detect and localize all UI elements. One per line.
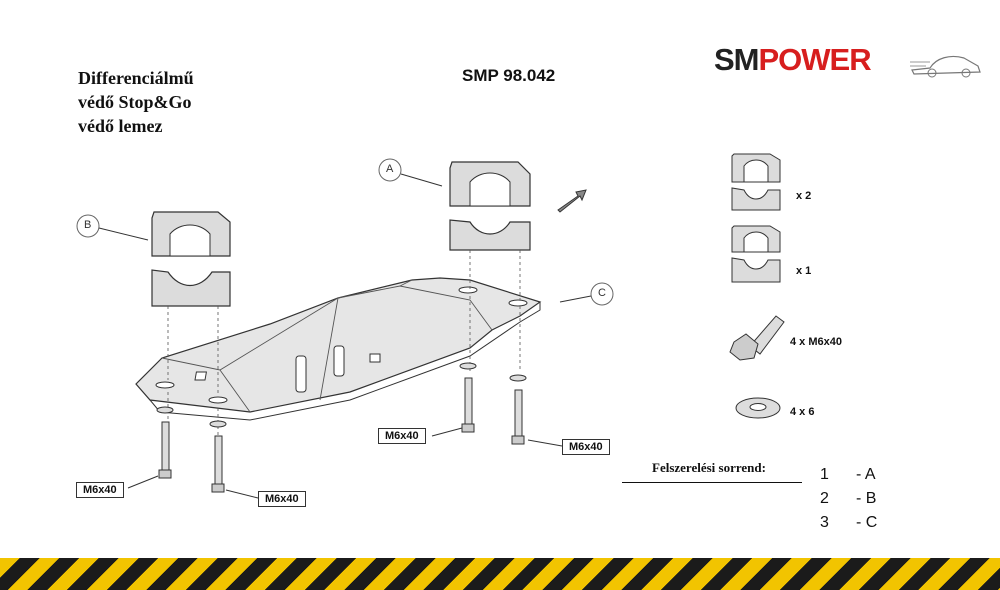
part-qty-2: x 1	[796, 265, 812, 277]
part-qty-1: x 2	[796, 190, 812, 202]
parts-list	[729, 153, 785, 419]
bolt-label-3: M6x40	[378, 428, 426, 444]
callout-c: C	[598, 287, 606, 299]
washers	[156, 362, 527, 428]
callout-a: A	[386, 163, 394, 175]
part-qty-4: 4 x 6	[790, 406, 815, 418]
bolts	[158, 377, 525, 493]
bracket-part-icon-2	[731, 225, 781, 283]
exploded-diagram	[76, 158, 614, 499]
bracket-part-icon	[731, 153, 781, 211]
title-line-2: védő Stop&Go	[78, 92, 192, 112]
bracket-b	[151, 211, 231, 307]
assembly-step-1: 1- A	[820, 466, 876, 483]
bracket-a	[449, 161, 531, 251]
skid-plate-c	[135, 277, 542, 421]
forward-arrow-icon	[557, 189, 587, 213]
title-line-3: védő lemez	[78, 116, 163, 136]
title-line-1: Differenciálmű	[78, 68, 194, 88]
bolt-label-1: M6x40	[76, 482, 124, 498]
product-code: SMP 98.042	[462, 66, 556, 85]
logo-text-sm: SM	[714, 42, 759, 77]
logo-text-power: POWER	[758, 42, 872, 77]
car-logo-icon	[910, 55, 981, 78]
page-title: Differenciálmű védő Stop&Go védő lemez	[78, 66, 194, 138]
hazard-stripe	[0, 558, 1000, 590]
assembly-order-title: Felszerelési sorrend:	[652, 460, 766, 475]
bolt-label-4: M6x40	[562, 439, 610, 455]
assembly-step-3: 3- C	[820, 514, 878, 531]
assembly-order-underline	[622, 482, 802, 483]
part-qty-3: 4 x M6x40	[790, 336, 842, 348]
assembly-step-2: 2- B	[820, 490, 877, 507]
bolt-label-2: M6x40	[258, 491, 306, 507]
bolt-part-icon	[729, 315, 785, 361]
brand-logo: SMPOWER	[714, 42, 872, 78]
callout-b: B	[84, 219, 92, 231]
washer-part-icon	[735, 397, 781, 419]
